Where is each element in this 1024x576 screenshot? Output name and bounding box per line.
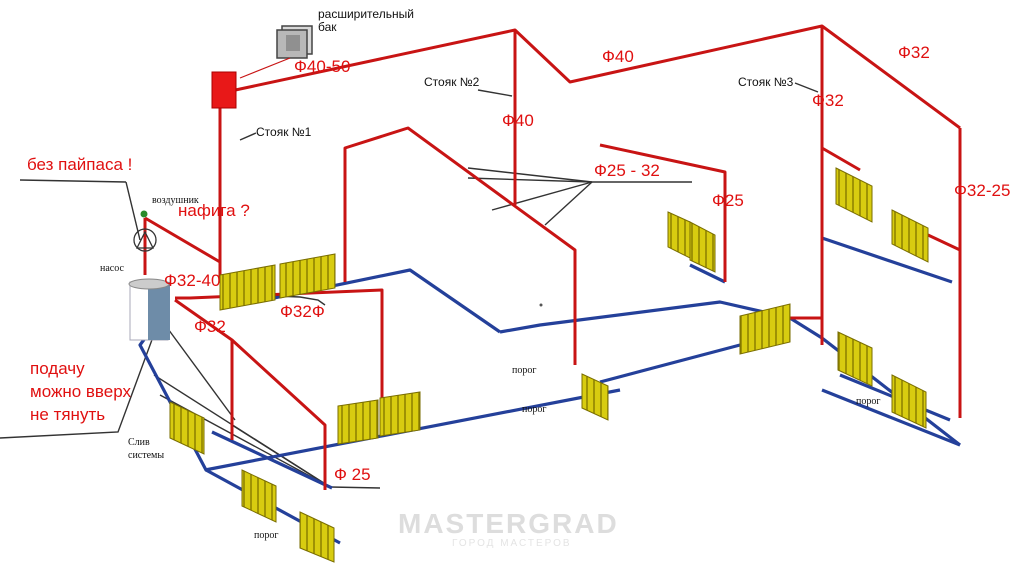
leader-riser3 [794,82,819,93]
return-branch-right-low [821,388,961,447]
leader-d25-32-d [544,181,593,226]
air-vent-label: воздушник [152,195,199,206]
expansion-tank-window [286,35,300,51]
air-vent-dot [140,210,148,218]
pipe-size-d40-riser: Ф40 [502,111,534,130]
radiator [337,399,379,445]
leader-riser1 [239,132,257,141]
radiator [667,211,691,259]
supply-pump-link [144,216,221,264]
no-bypass-note: без пайпаса ! [27,155,133,174]
radiator [279,253,336,299]
red-tank [211,71,237,109]
supply-note-line1: подачу [30,359,85,378]
pump-column-top [128,278,170,290]
pump-label: насос [100,263,124,274]
leader-d25-base [329,486,381,489]
pump-circle [133,228,157,252]
supply-front-riser [230,338,327,490]
return-main-mid [499,300,791,334]
leader-supply-note-2 [159,317,236,421]
supply-branch-25 [599,143,727,282]
pipe-size-d40-top: Ф40 [602,47,634,66]
radiator [891,374,927,429]
radiators [169,167,929,563]
leader-d25-32-c [491,181,593,211]
radiator [891,209,929,263]
leader-riser2 [477,89,513,97]
return-main-right [789,316,961,447]
threshold-label-2: порог [522,404,547,415]
return-branch-mid [599,343,741,384]
expansion-tank-link [239,57,291,79]
supply-right-rad [927,233,961,252]
radiator [299,511,335,563]
drain-label-line1: Слив [128,437,150,448]
threshold-label-1: порог [512,365,537,376]
pipe-size-d25: Ф25 [712,191,744,210]
riser1-label: Стояк №1 [256,125,312,139]
supply-pipes [143,24,962,490]
radiator [835,167,873,223]
supply-right-branch [821,146,861,172]
return-main-left [239,268,501,334]
what-for-note: нафига ? [178,201,250,220]
pipe-size-d32-25: Ф32-25 [954,181,1011,200]
radiator [169,401,205,455]
radiator [581,373,609,421]
watermark-sub: ГОРОД МАСТЕРОВ [452,538,572,549]
pump-triangle [135,230,155,249]
pipe-size-d32f: Ф32Ф [280,302,325,321]
expansion-tank-label-line1: расширительный [318,7,414,21]
supply-note-line3: не тянуть [30,405,106,424]
pipe-size-d25-bottom: Ф 25 [334,465,371,484]
leader-d25-32-b [467,177,593,183]
drain-label-line2: системы [128,450,165,461]
center-mark [539,303,543,307]
threshold-label-3: порог [856,396,881,407]
supply-upper-left-loop [343,126,577,365]
riser2-label: Стояк №2 [424,75,480,89]
air-vent-symbol [133,210,157,252]
riser3-label: Стояк №3 [738,75,794,89]
return-front-low [211,430,333,490]
return-branch-right [821,236,953,284]
watermark: MASTERGRAD [398,508,619,539]
radiator [241,469,277,523]
radiator [837,331,873,387]
pipe-size-d25-32: Ф25 - 32 [594,161,660,180]
radiator [219,264,276,311]
radiator [689,221,716,273]
radiator [379,391,421,437]
supply-note-line2: можно вверх [30,382,131,401]
leader-d25-32-a [467,167,593,183]
pipe-size-d40-50: Ф40-50 [294,57,351,76]
pipe-size-d32-riser: Ф32 [812,91,844,110]
pipe-size-d32-left: Ф32 [194,317,226,336]
leader-no-bypass-tip [125,181,141,241]
expansion-tank-label-line2: бак [318,20,337,34]
leader-no-bypass [19,179,127,183]
pipe-size-d32-40: Ф32-40 [164,271,221,290]
expansion-tank-front [276,29,308,59]
radiator [739,303,791,355]
expansion-tank-group [239,25,313,79]
supply-top-main [225,24,961,130]
pump-column-shade [148,282,170,340]
pump-column [128,278,170,341]
threshold-label-4: порог [254,530,279,541]
pipe-size-d32-top: Ф32 [898,43,930,62]
return-radiator-25 [689,263,726,284]
